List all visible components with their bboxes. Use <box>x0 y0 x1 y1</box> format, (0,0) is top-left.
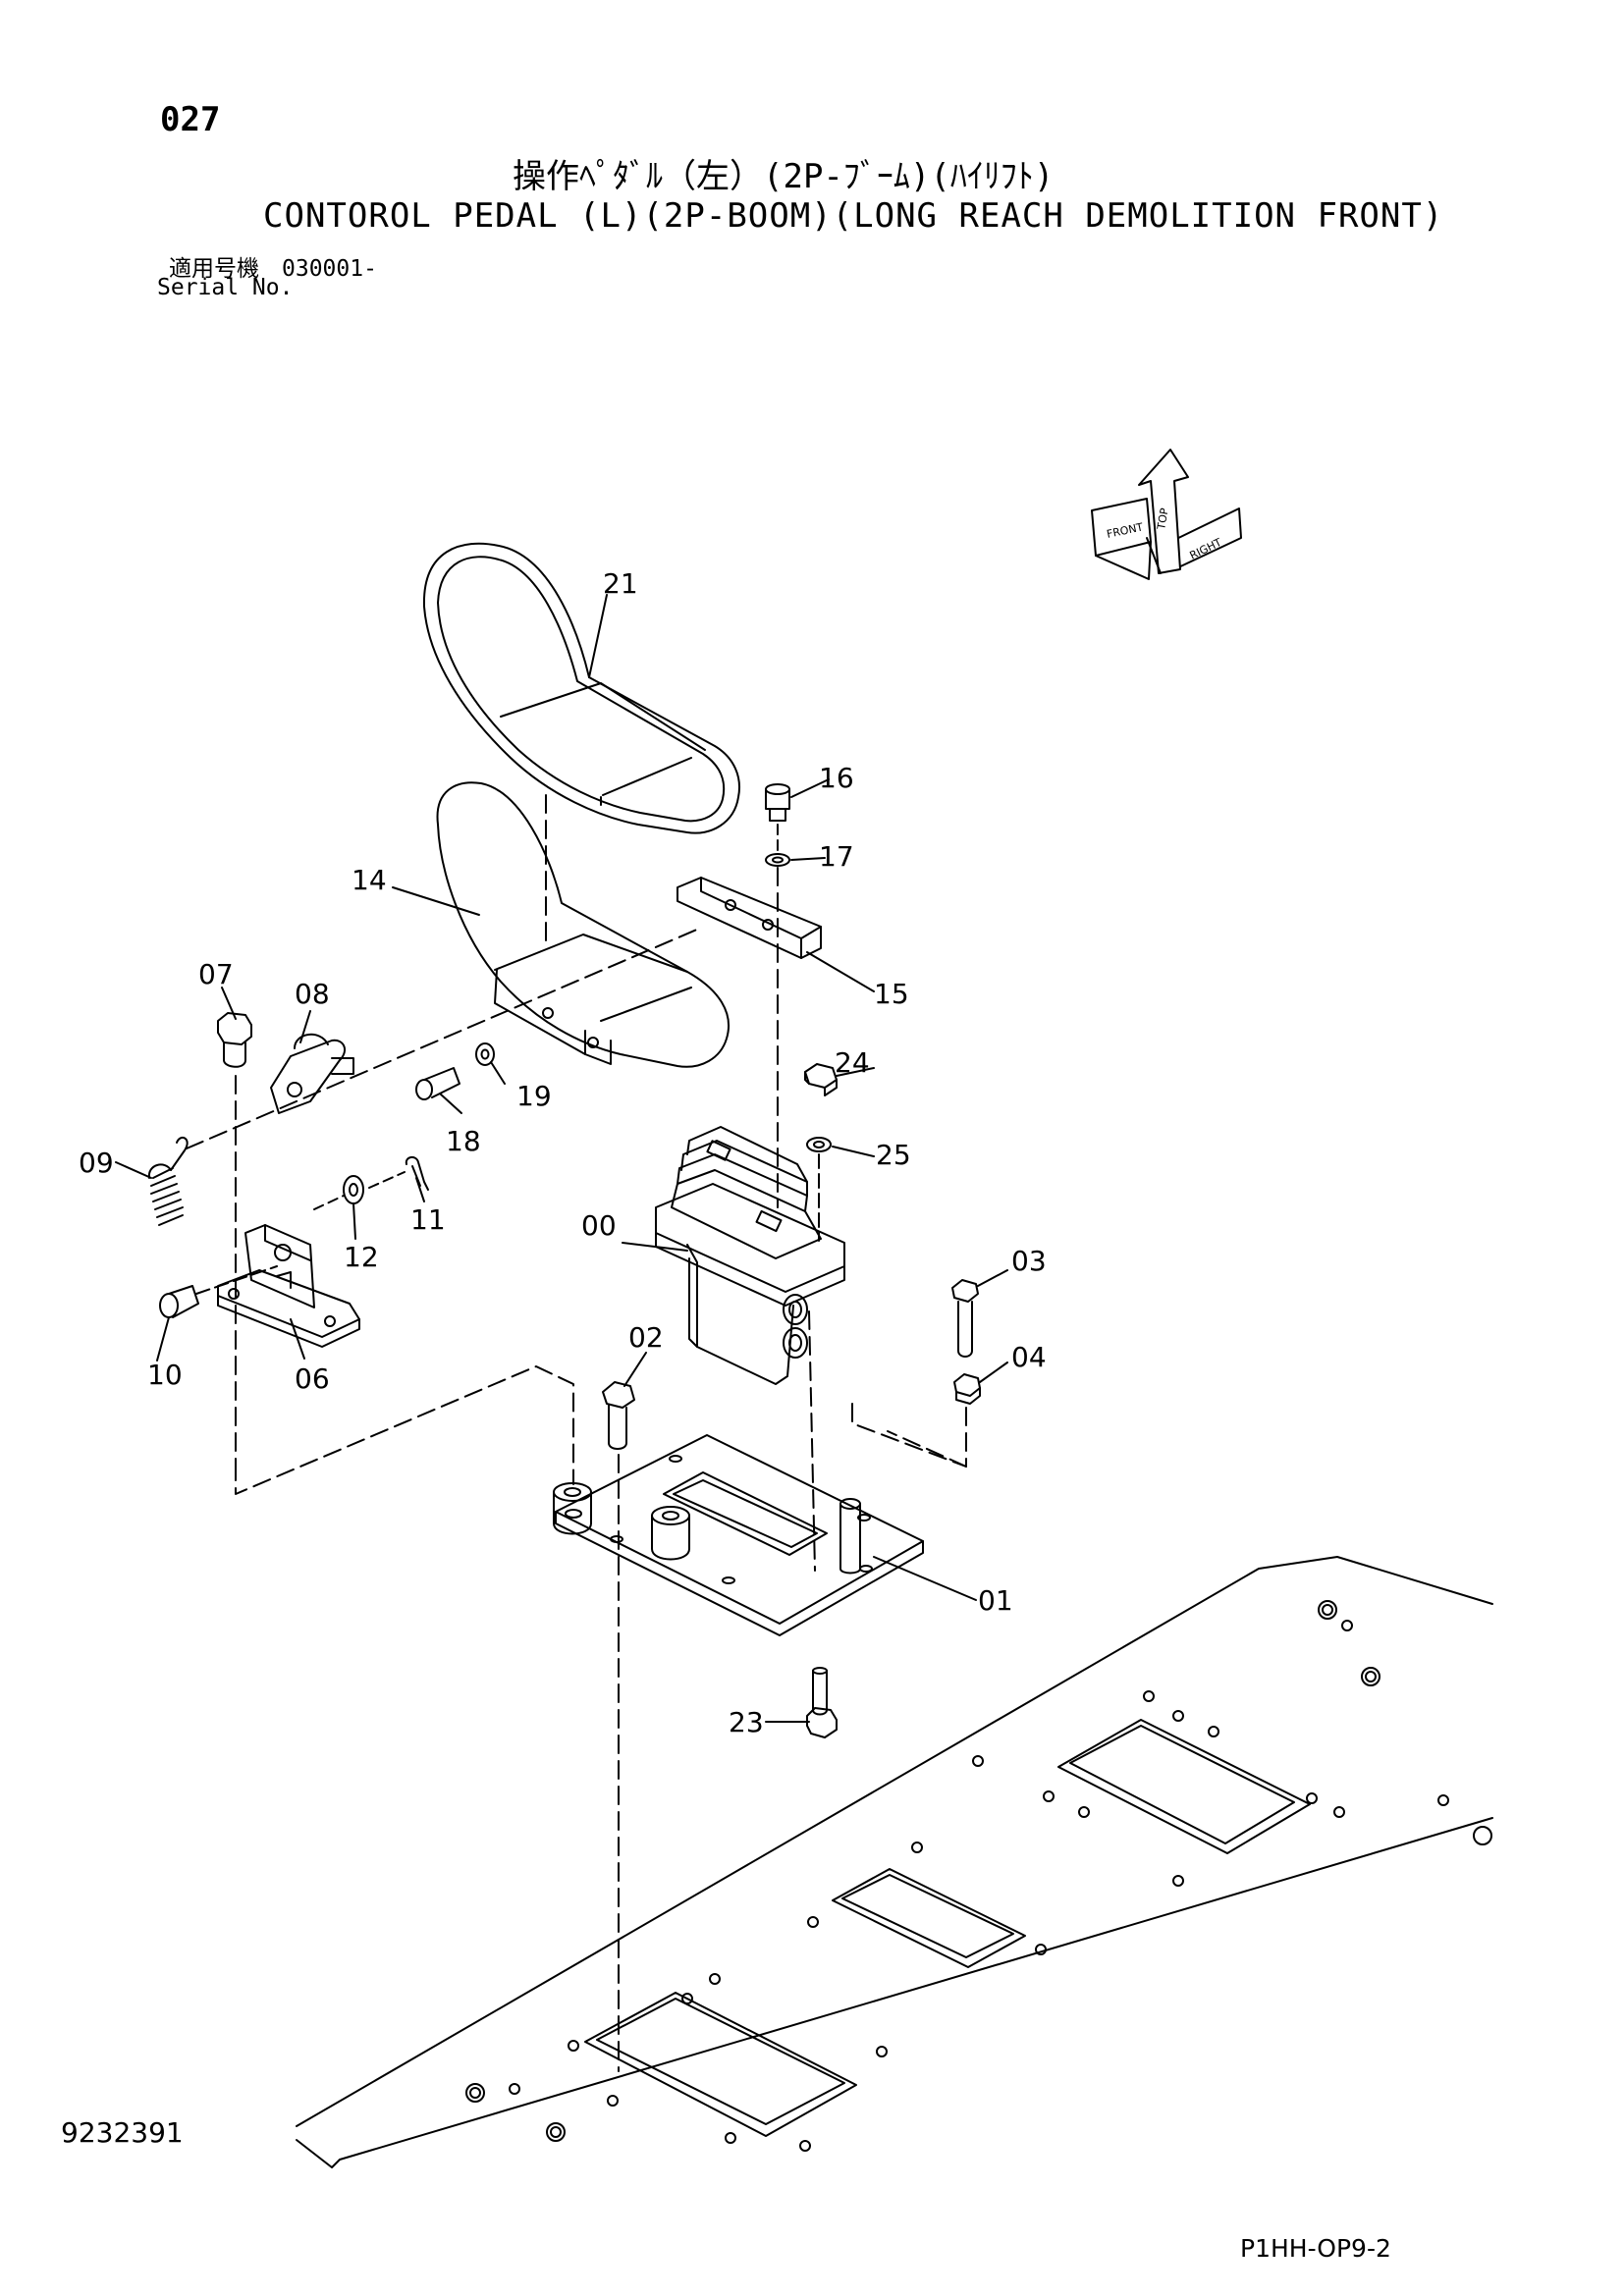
bolt-18-part <box>415 1067 460 1100</box>
washer-19-part <box>475 1042 495 1066</box>
bolt-03-part <box>951 1279 979 1358</box>
bracket-part <box>677 877 822 959</box>
part-label-18: 18 <box>446 1125 481 1157</box>
title-english: CONTOROL PEDAL (L)(2P-BOOM)(LONG REACH D… <box>263 196 1444 236</box>
reference-code: P1HH-OP9-2 <box>1240 2234 1391 2263</box>
part-label-19: 19 <box>516 1080 552 1112</box>
orientation-arrow-icon <box>1091 449 1242 580</box>
washer-25-part <box>806 1137 832 1152</box>
bolt-23-part <box>806 1667 838 1738</box>
orientation-label-top: TOP <box>1155 507 1171 531</box>
pin-10-part <box>159 1285 199 1318</box>
part-label-08: 08 <box>295 978 330 1010</box>
nut-24-part <box>804 1063 838 1096</box>
part-label-16: 16 <box>819 762 854 794</box>
serial-label-japanese: 適用号機 030001- <box>169 256 377 282</box>
part-label-21: 21 <box>603 567 638 600</box>
part-label-10: 10 <box>147 1359 183 1391</box>
base-plate-01-part <box>553 1434 924 1636</box>
part-label-09: 09 <box>79 1147 114 1179</box>
part-label-01: 01 <box>978 1584 1013 1617</box>
serial-label-english: Serial No. <box>157 275 294 300</box>
part-label-02: 02 <box>628 1321 664 1354</box>
frame-plate-part <box>296 1556 1493 2168</box>
part-label-06: 06 <box>295 1362 330 1395</box>
bolt-07-part <box>217 1012 252 1068</box>
part-label-17: 17 <box>819 840 854 873</box>
lever-08-part <box>270 1034 354 1114</box>
part-label-23: 23 <box>729 1706 764 1738</box>
washer-12-part <box>343 1175 364 1204</box>
part-label-14: 14 <box>352 864 387 896</box>
part-label-11: 11 <box>410 1203 446 1236</box>
nut-04-part <box>953 1373 981 1405</box>
part-label-15: 15 <box>874 978 909 1010</box>
part-label-03: 03 <box>1011 1245 1047 1277</box>
mounting-bracket-06-part <box>217 1224 360 1348</box>
split-pin-11-part <box>405 1156 429 1191</box>
part-label-04: 04 <box>1011 1341 1047 1373</box>
bolt-16-part <box>765 783 790 822</box>
part-label-00: 00 <box>581 1209 617 1242</box>
pilot-valve-00-part <box>655 1126 845 1385</box>
bolt-02-part <box>602 1381 635 1450</box>
part-label-07: 07 <box>198 958 234 990</box>
leader-lines <box>115 594 1008 1723</box>
spring-09-part <box>147 1136 189 1226</box>
part-label-12: 12 <box>344 1241 379 1273</box>
part-label-24: 24 <box>835 1046 870 1079</box>
page-number: 027 <box>160 100 221 139</box>
pedal-plate-part <box>436 781 730 1068</box>
pedal-cover-part <box>422 542 740 834</box>
washer-17-part <box>765 853 790 867</box>
document-number: 9232391 <box>61 2116 184 2149</box>
part-label-25: 25 <box>876 1139 911 1171</box>
title-japanese: 操作ﾍﾟﾀﾞﾙ（左）(2P-ﾌﾞｰﾑ)(ﾊｲﾘﾌﾄ) <box>513 157 1055 196</box>
part-labels: 21 16 17 14 15 07 08 24 19 18 09 25 11 0… <box>79 567 1047 1738</box>
